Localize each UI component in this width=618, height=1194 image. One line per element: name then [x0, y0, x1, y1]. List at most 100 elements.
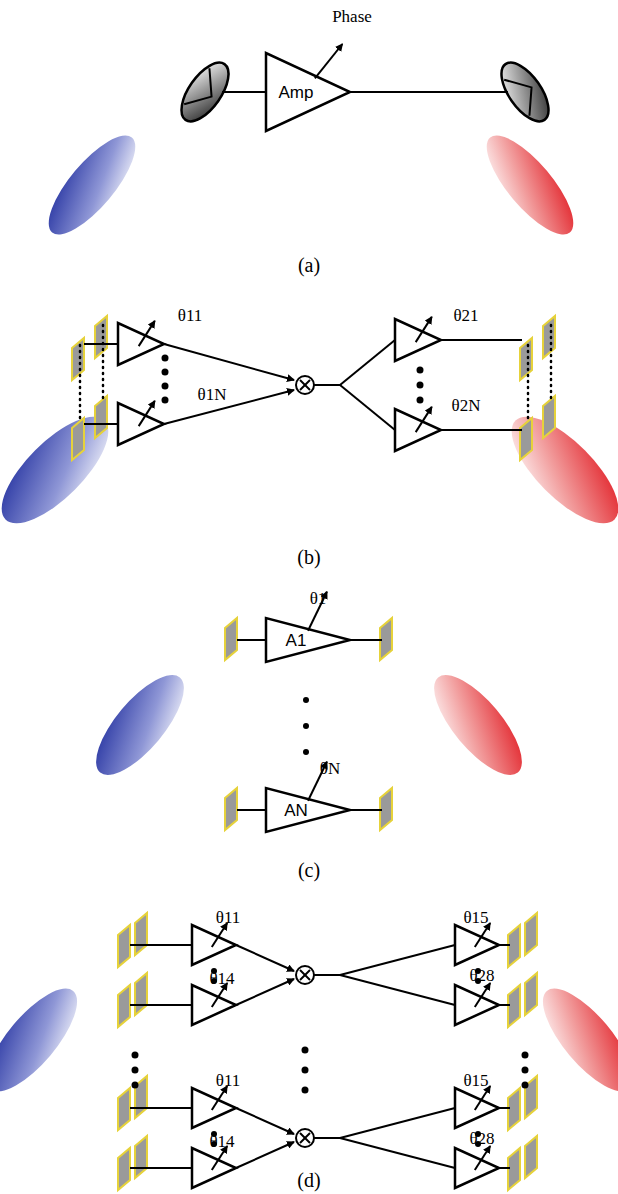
- amplifier-triangle: [266, 788, 350, 832]
- phase-label: θ14: [209, 1133, 234, 1150]
- phase-label: θ11: [216, 1072, 241, 1089]
- phase-arrow: [416, 317, 432, 342]
- wire: [300, 1133, 310, 1143]
- beam-lobe: [0, 976, 92, 1105]
- beam-lobe: [82, 662, 198, 788]
- feed-struts: [504, 69, 544, 115]
- wire: [340, 945, 455, 975]
- phase-label: Phase: [332, 8, 372, 25]
- phase-label: θN: [320, 760, 340, 777]
- antenna-element: [118, 1088, 130, 1130]
- phase-arrow: [416, 407, 432, 432]
- wire: [102, 325, 105, 398]
- wire: [300, 380, 310, 390]
- ellipsis-dot: [302, 1067, 309, 1074]
- ellipsis-dot: [162, 397, 169, 404]
- wire: [130, 1107, 192, 1109]
- amplifier-node: AN: [265, 787, 351, 833]
- wire: [300, 970, 310, 980]
- wire: [164, 390, 294, 424]
- antenna-element: [525, 913, 537, 955]
- antenna-element: [95, 396, 107, 438]
- amplifier-node: Amp: [265, 52, 351, 132]
- wire: [84, 343, 118, 345]
- wire: [237, 809, 265, 811]
- amplifier-shape: [265, 52, 361, 162]
- ellipsis-dot: [303, 723, 309, 729]
- ellipsis-dot: [132, 1067, 139, 1074]
- phase-label: θ15: [463, 909, 488, 926]
- phase-label: θ28: [469, 967, 494, 984]
- ellipsis-dot: [162, 355, 169, 362]
- phase-arrow: [139, 401, 155, 426]
- wire: [237, 639, 265, 641]
- ellipsis-dot: [522, 1067, 529, 1074]
- phase-label: θ14: [209, 970, 234, 987]
- wire: [499, 1004, 510, 1006]
- antenna-element: [525, 1136, 537, 1178]
- wire: [130, 944, 192, 946]
- wire: [550, 325, 553, 398]
- wire: [79, 345, 82, 420]
- antenna-element: [225, 788, 237, 830]
- antenna-element: [135, 1136, 147, 1178]
- wire: [340, 385, 395, 430]
- beam-lobe: [35, 123, 148, 246]
- feed-struts: [184, 68, 224, 114]
- panel-caption: (d): [297, 1170, 320, 1190]
- wire: [236, 1108, 294, 1134]
- wire: [222, 91, 265, 93]
- wire: [164, 344, 294, 380]
- wire: [499, 1107, 510, 1109]
- antenna-element: [525, 973, 537, 1015]
- antenna-element: [72, 418, 84, 460]
- wire: [236, 945, 294, 971]
- phase-arrow: [212, 1146, 227, 1170]
- phase-label: θ11: [178, 307, 203, 324]
- wire: [130, 1004, 192, 1006]
- antenna-element: [543, 316, 555, 358]
- combiner-symbol: [296, 376, 314, 394]
- beam-lobe: [473, 123, 586, 246]
- amplifier-label: AN: [284, 802, 308, 819]
- phase-label: θ1N: [198, 386, 227, 403]
- wire: [300, 970, 310, 980]
- ellipsis-dot: [522, 1052, 529, 1059]
- phase-label: θ11: [216, 909, 241, 926]
- ellipsis-dot: [162, 383, 169, 390]
- ellipsis-dot: [417, 367, 424, 374]
- amplifier-triangle: [266, 618, 350, 662]
- phase-arrow: [212, 923, 227, 947]
- amplifier-label: A1: [286, 632, 307, 649]
- beam-lobe: [528, 976, 618, 1105]
- antenna-element: [72, 338, 84, 380]
- wire: [340, 1108, 455, 1138]
- phase-label: θ1: [310, 590, 327, 607]
- wire: [314, 974, 340, 976]
- antenna-element: [118, 925, 130, 967]
- phase-arrow: [139, 321, 155, 346]
- ellipsis-dot: [303, 749, 309, 755]
- wire: [499, 944, 510, 946]
- ellipsis-dot: [303, 697, 309, 703]
- antenna-element: [135, 973, 147, 1015]
- antenna-element: [118, 985, 130, 1027]
- beam-lobe: [496, 401, 618, 540]
- antenna-element: [225, 618, 237, 660]
- phase-arrow: [475, 1146, 490, 1170]
- ellipsis-dot: [417, 397, 424, 404]
- ellipsis-dot: [522, 1082, 529, 1089]
- panel-caption: (c): [298, 860, 320, 880]
- phase-label: θ15: [463, 1072, 488, 1089]
- phase-label: θ28: [469, 1130, 494, 1147]
- phase-arrow: [475, 983, 490, 1007]
- ellipsis-dot: [302, 1047, 309, 1054]
- ellipsis-dot: [302, 1087, 309, 1094]
- ellipsis-dot: [132, 1052, 139, 1059]
- wire: [130, 1167, 192, 1169]
- phase-arrow: [212, 1086, 227, 1110]
- wire: [441, 339, 522, 341]
- amplifier-node: A1: [265, 617, 351, 663]
- panel-caption: (a): [298, 255, 320, 275]
